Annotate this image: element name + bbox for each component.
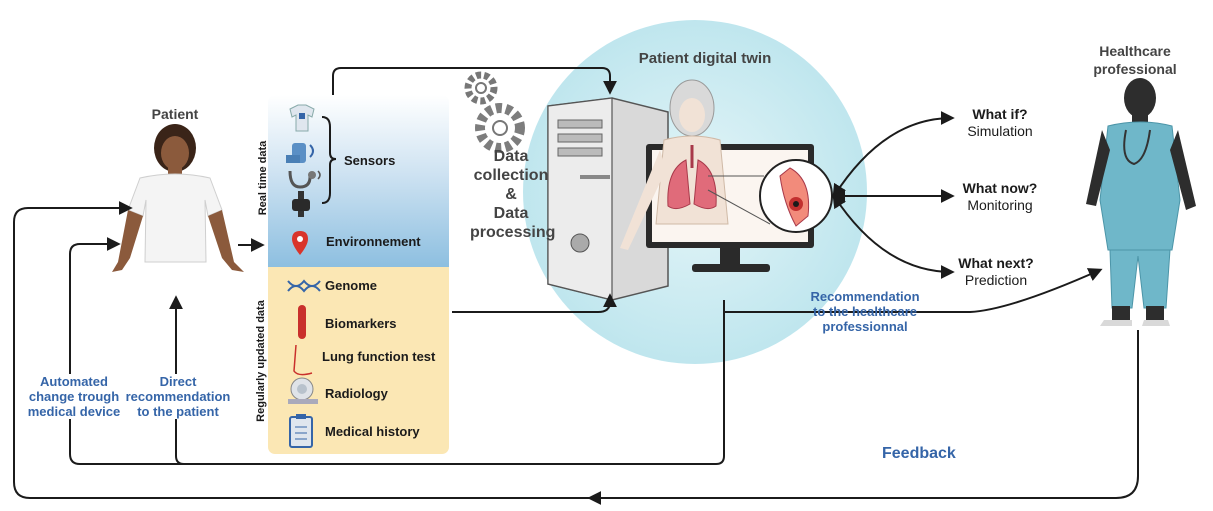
output-subtitle: Simulation — [967, 123, 1033, 139]
direct-recommendation-label: Direct recommendation to the patient — [124, 374, 232, 419]
output-subtitle: Prediction — [964, 272, 1028, 288]
real-time-data-label: Real time data — [257, 140, 269, 216]
ct-scanner-icon — [288, 377, 318, 404]
spirometry-curve-icon — [293, 344, 313, 376]
arrow-feedback-loop — [13, 201, 1139, 499]
arrow-what-if — [832, 111, 955, 199]
processing-line3: & — [505, 186, 517, 203]
feedback-label: Feedback — [882, 445, 956, 462]
professional-title: Healthcare professional — [1080, 42, 1190, 78]
recommendation-line3: professionnal — [822, 319, 908, 334]
professional-title-line1: Healthcare — [1099, 43, 1171, 59]
regularly-updated-data-label: Regularly updated data — [255, 300, 267, 422]
automated-line2: change trough — [28, 389, 120, 404]
direct-line2: recommendation — [125, 389, 231, 404]
arrow-realtime-to-twin — [332, 67, 617, 97]
data-processing-label: Data collection & Data processing — [470, 147, 556, 242]
smartwatch-icon — [292, 191, 310, 217]
output-subtitle: Monitoring — [967, 197, 1033, 213]
regular-icons — [287, 279, 321, 448]
automated-line3: medical device — [27, 404, 121, 419]
patient-title: Patient — [151, 106, 199, 122]
arrow-twin-to-patient-loop — [169, 295, 725, 465]
regular-item-label: Lung function test — [322, 349, 436, 364]
sensors-label: Sensors — [344, 153, 396, 168]
clipboard-icon — [289, 414, 313, 448]
processing-line1: Data — [493, 148, 529, 165]
output-what-if: What if? Simulation — [950, 106, 1050, 140]
recommendation-line1: Recommendation — [810, 289, 920, 304]
output-what-next: What next? Prediction — [946, 255, 1046, 289]
processing-line2: collection — [473, 167, 549, 184]
realtime-icons — [286, 104, 337, 255]
dna-icon — [287, 279, 321, 293]
sensors-brace — [321, 116, 337, 204]
recommendation-line2: to the healthcare — [812, 304, 918, 319]
tshirt-sensor-icon — [289, 104, 315, 132]
processing-line5: processing — [470, 224, 556, 241]
arrow-recommendation-to-professional — [724, 268, 1103, 313]
output-title: What now? — [962, 180, 1038, 196]
regular-item-label: Medical history — [325, 424, 420, 439]
digital-twin-title: Patient digital twin — [638, 50, 772, 67]
healthcare-professional-illustration — [1086, 78, 1196, 326]
arrow-regular-to-twin — [452, 293, 617, 313]
arrow-automated-change-loop — [69, 237, 184, 465]
automated-line1: Automated — [40, 374, 108, 389]
location-pin-icon — [292, 231, 308, 255]
regular-item-label: Radiology — [325, 386, 388, 401]
twin-figure-illustration — [620, 79, 729, 250]
patient-illustration — [112, 124, 244, 272]
test-tube-icon — [298, 305, 306, 339]
output-title: What next? — [958, 255, 1034, 271]
professional-title-line2: professional — [1093, 61, 1177, 77]
regular-item-label: Biomarkers — [325, 316, 397, 331]
direct-line1: Direct — [159, 374, 197, 389]
computer-tower-illustration — [547, 97, 669, 301]
recommendation-professional-label: Recommendation to the healthcare profess… — [790, 289, 940, 334]
automated-change-label: Automated change trough medical device — [26, 374, 122, 419]
environment-label: Environnement — [326, 234, 421, 249]
gears-icon — [464, 71, 525, 153]
stethoscope-icon — [288, 170, 321, 189]
output-what-now: What now? Monitoring — [950, 180, 1050, 214]
output-title: What if? — [972, 106, 1028, 122]
inhaler-icon — [286, 143, 314, 163]
arrow-what-next — [832, 193, 955, 279]
regular-item-label: Genome — [325, 278, 378, 293]
direct-line3: to the patient — [137, 404, 219, 419]
processing-line4: Data — [493, 205, 529, 222]
